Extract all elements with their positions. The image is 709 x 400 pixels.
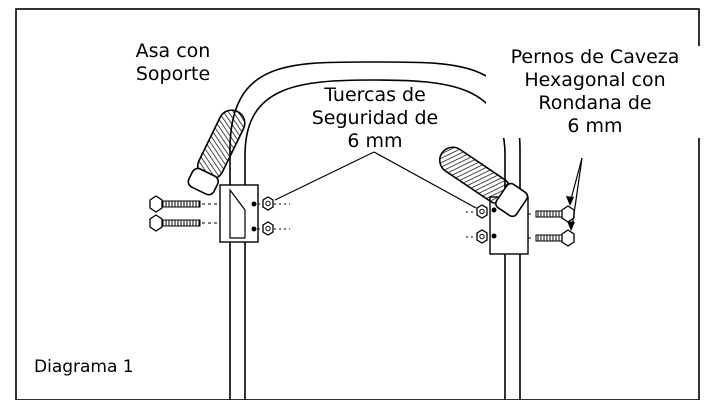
diagram-frame xyxy=(15,8,700,400)
label-bolts-line4: 6 mm xyxy=(567,115,623,137)
left-bolt-bottom xyxy=(149,214,220,232)
label-handle-with-bracket: Asa con Soporte xyxy=(116,40,230,86)
right-nut-top xyxy=(466,204,488,219)
label-nuts-line3: 6 mm xyxy=(347,130,403,152)
label-nuts-line1: Tuercas de xyxy=(324,84,426,106)
left-handle-assembly xyxy=(187,109,259,243)
diagram-caption: Diagrama 1 xyxy=(34,357,134,377)
right-handle-assembly xyxy=(438,146,529,255)
label-bolts-line2: Hexagonal con xyxy=(524,69,666,91)
right-bolt-top xyxy=(528,205,575,223)
right-nut-bottom xyxy=(466,229,488,244)
leader-bolts xyxy=(566,157,583,231)
label-hex-bolts: Pernos de Caveza Hexagonal con Rondana d… xyxy=(486,46,704,138)
label-lock-nuts: Tuercas de Seguridad de 6 mm xyxy=(284,84,466,153)
leader-nuts-right xyxy=(373,151,477,209)
leader-nuts-left xyxy=(274,151,375,201)
label-handle-line1: Asa con xyxy=(135,40,211,62)
label-bolts-line3: Rondana de xyxy=(538,92,652,114)
left-nut-bottom xyxy=(258,221,290,236)
left-bolt-top xyxy=(149,195,220,213)
label-nuts-line2: Seguridad de xyxy=(311,107,439,129)
label-handle-line2: Soporte xyxy=(135,63,211,85)
left-nut-top xyxy=(258,196,290,211)
right-bolt-bottom xyxy=(528,229,575,247)
right-handle-grip xyxy=(438,146,529,218)
label-bolts-line1: Pernos de Caveza xyxy=(510,46,680,68)
left-handle-grip xyxy=(187,109,246,196)
